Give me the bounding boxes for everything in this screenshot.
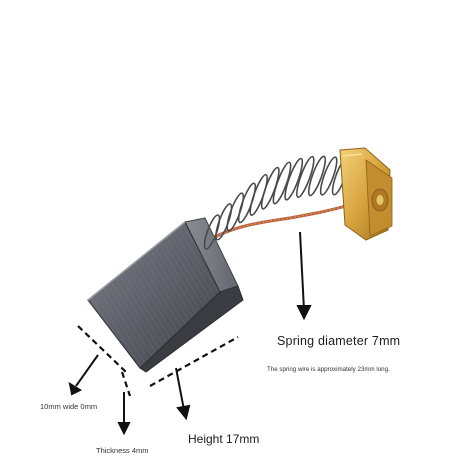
coil-spring: [203, 155, 361, 250]
arrow-down-left-icon: [68, 381, 83, 396]
spring-wire-note: The spring wire is approximately 23mm lo…: [267, 366, 390, 373]
spring-coil-loop: [284, 157, 304, 201]
spring-coil-loop: [237, 182, 257, 224]
spring-coil-loop: [307, 155, 327, 197]
spring-coil-loop: [249, 173, 268, 216]
arrow-down-icon: [176, 404, 191, 421]
thickness-label: Thickness 4mm: [96, 446, 149, 455]
spring-coil-loop: [260, 166, 280, 210]
height-label: Height 17mm: [188, 432, 260, 446]
height-guide-line: [149, 336, 239, 387]
brass-terminal: [339, 147, 393, 241]
arrow-down-icon: [296, 305, 312, 321]
copper-wire: [212, 202, 353, 240]
spring-coil-loop: [296, 155, 315, 198]
arrow-down-icon: [117, 422, 131, 436]
width-guide-line: [77, 325, 127, 373]
dimension-guides: [77, 325, 239, 397]
thickness-guide-line: [120, 371, 132, 397]
spring-coil-loop: [272, 161, 292, 205]
carbon-brush-block: [87, 217, 244, 373]
spring-diameter-label: Spring diameter 7mm: [277, 334, 401, 348]
spring-coil-loop: [319, 156, 338, 196]
width-label: 10mm wide 0mm: [40, 402, 98, 411]
dimension-arrows: [68, 231, 312, 436]
